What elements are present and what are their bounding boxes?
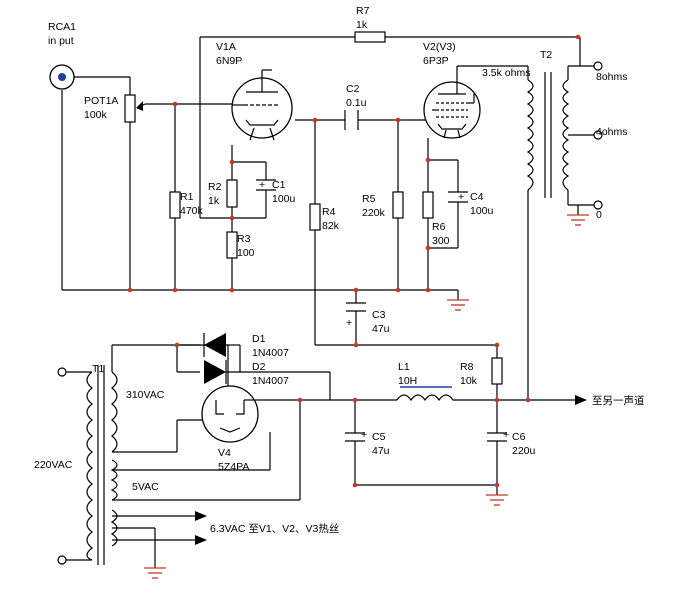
resistor-r5: [392, 191, 404, 219]
label-c3-plus: +: [346, 317, 352, 329]
label-v2-type: 6P3P: [423, 55, 449, 67]
label-c1-plus: +: [259, 179, 265, 191]
diode-d1-icon: [203, 333, 226, 357]
rca-jack-icon: [49, 64, 75, 90]
transformer-t2-icon: [526, 72, 570, 198]
label-c2: C2: [346, 83, 360, 95]
ground-symbols: [144, 214, 589, 579]
label-c2-value: 0.1u: [346, 97, 367, 109]
label-l1-value: 10H: [398, 375, 417, 387]
label-r4-value: 82k: [322, 220, 340, 232]
label-c6-value: 220u: [512, 445, 536, 457]
label-c5-value: 47u: [372, 445, 390, 457]
label-c4-value: 100u: [470, 205, 494, 217]
label-t2-impedance: 3.5k ohms: [482, 67, 530, 79]
label-r5-value: 220k: [362, 207, 386, 219]
resistor-r6: [422, 191, 434, 219]
label-r5: R5: [362, 193, 376, 205]
label-pot1a-value: 100k: [84, 109, 108, 121]
resistor-r7: [354, 31, 386, 43]
resistor-r4: [309, 203, 321, 231]
label-r2-value: 1k: [208, 195, 220, 207]
ground-icon: [567, 214, 589, 226]
resistor-r8: [491, 357, 503, 385]
label-c3-value: 47u: [372, 323, 390, 335]
capacitor-c3: [346, 302, 366, 312]
label-c6-plus: +: [503, 429, 509, 441]
capacitor-c4: [448, 191, 468, 203]
capacitors: [256, 110, 507, 442]
label-r3: R3: [237, 233, 251, 245]
capacitor-c5: [345, 432, 365, 442]
label-c5-plus: +: [361, 429, 367, 441]
diode-d2-icon: [204, 360, 227, 384]
label-4ohms: 4ohms: [596, 126, 628, 138]
label-0: 0: [596, 209, 602, 221]
label-r3-value: 100: [237, 247, 255, 259]
wires-psu: [62, 344, 575, 568]
labels: RCA1 in put POT1A 100k V1A 6N9P R7 1k V2…: [34, 5, 645, 535]
label-r8: R8: [460, 361, 474, 373]
label-l1: L1: [398, 361, 410, 373]
label-v4-type: 5Z4PA: [218, 461, 249, 473]
ground-icon: [144, 567, 166, 579]
potentiometer-pot1a: [124, 94, 146, 123]
label-other-channel: 至另一声道: [592, 394, 645, 407]
ground-icon: [447, 299, 469, 311]
tube-v4-icon: [201, 385, 259, 443]
label-v2: V2(V3): [423, 41, 456, 53]
label-d1-type: 1N4007: [252, 347, 289, 359]
label-d2: D2: [252, 361, 266, 373]
ground-icon: [486, 494, 508, 506]
label-r6: R6: [432, 221, 446, 233]
label-c1: C1: [272, 179, 286, 191]
resistor-r2: [226, 179, 238, 208]
label-pot1a: POT1A: [84, 95, 118, 107]
capacitor-c6: [487, 432, 507, 442]
label-c6: C6: [512, 431, 526, 443]
resistor-r3: [226, 231, 238, 259]
label-v1a: V1A: [216, 41, 236, 53]
label-c3: C3: [372, 309, 386, 321]
output-terminals: [593, 61, 603, 210]
label-v1a-type: 6N9P: [216, 55, 242, 67]
label-c4: C4: [470, 191, 484, 203]
label-c4-plus: +: [458, 191, 464, 203]
label-r2: R2: [208, 181, 222, 193]
label-c1-value: 100u: [272, 193, 296, 205]
resistors: [169, 31, 503, 385]
label-r4: R4: [322, 206, 336, 218]
label-220vac: 220VAC: [34, 459, 73, 471]
label-d1: D1: [252, 333, 266, 345]
label-rca1-sub: in put: [48, 35, 74, 47]
resistor-r1: [169, 191, 181, 219]
tube-v1a-icon: [231, 77, 293, 141]
label-heater: 6.3VAC 至V1、V2、V3热丝: [210, 522, 339, 535]
label-r7-value: 1k: [356, 19, 368, 31]
inductor-l1-icon: [396, 386, 455, 402]
tube-v2-icon: [423, 81, 481, 139]
label-r1-value: 470k: [180, 205, 204, 217]
label-r7: R7: [356, 5, 370, 17]
label-5vac: 5VAC: [132, 481, 159, 493]
label-8ohms: 8ohms: [596, 71, 628, 83]
label-r6-value: 300: [432, 235, 450, 247]
transformer-t1-icon: [57, 365, 118, 565]
capacitor-c2: [344, 110, 359, 130]
label-310vac: 310VAC: [126, 389, 165, 401]
heater-arrows-icon: [195, 511, 207, 545]
capacitor-c1: [256, 179, 276, 191]
label-rca1: RCA1: [48, 21, 76, 33]
label-c5: C5: [372, 431, 386, 443]
label-v4: V4: [218, 447, 231, 459]
other-channel-arrow-icon: [575, 395, 587, 405]
label-r8-value: 10k: [460, 375, 478, 387]
label-t1: T1: [92, 363, 104, 375]
label-t2: T2: [540, 49, 552, 61]
label-d2-type: 1N4007: [252, 375, 289, 387]
label-r1: R1: [180, 191, 194, 203]
junction-dots: [127, 34, 581, 488]
